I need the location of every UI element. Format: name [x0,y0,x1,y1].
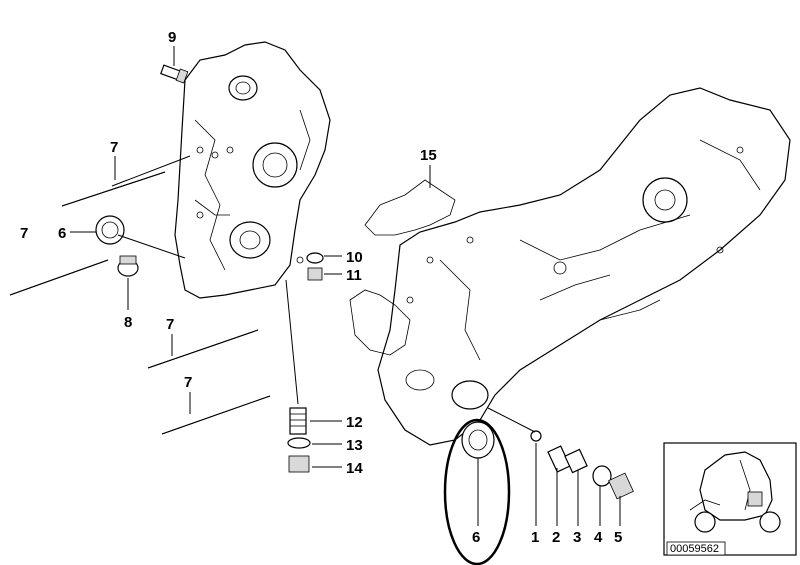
gasket [349,179,456,356]
washer-13 [287,437,311,449]
callout-6-lower: 6 [472,529,480,546]
assembly-line-12-14 [285,279,299,405]
callout-11: 11 [346,267,362,284]
sensor [117,255,139,277]
callout-13: 13 [346,437,363,454]
screw [160,64,189,84]
callout-7-mid: 7 [166,316,174,333]
stud-low [161,395,271,435]
ball-1 [530,430,542,442]
reference-box [666,541,726,556]
callout-6-upper: 6 [58,225,66,242]
plug-14 [288,455,310,473]
left-crankcase-half [174,41,331,299]
reference-number: 00059562 [670,543,719,555]
screw-plug-11 [307,267,323,281]
leader-lines [70,46,621,526]
callout-4: 4 [594,529,603,546]
callout-12: 12 [346,414,363,431]
plug-5 [608,472,634,500]
callout-9: 9 [168,29,176,46]
stud-mid [147,329,259,369]
assembly-line-1-5 [487,407,536,433]
spring-12 [289,407,307,435]
callout-10: 10 [346,249,363,266]
sealing-ring-10 [306,252,324,264]
right-crankcase-half [377,87,791,446]
scooter-icon [689,451,781,533]
callout-5: 5 [614,529,622,546]
shaft-seal-lower [461,421,495,459]
stud-top [61,171,166,207]
callout-8: 8 [124,314,132,331]
thumbnail-inset: 00059562 [663,442,797,556]
callout-7-top: 7 [110,139,118,156]
shaft-seal-upper [95,215,125,245]
piston-3 [564,448,588,474]
callout-14: 14 [346,460,363,477]
callout-3: 3 [573,529,581,546]
highlight-oval [443,418,511,565]
callout-1: 1 [531,529,539,546]
stud-left [9,259,109,296]
callout-7-low: 7 [184,374,192,391]
callout-2: 2 [552,529,560,546]
callout-15: 15 [420,147,437,164]
washer-4 [592,465,612,487]
callout-7-left: 7 [20,225,28,242]
